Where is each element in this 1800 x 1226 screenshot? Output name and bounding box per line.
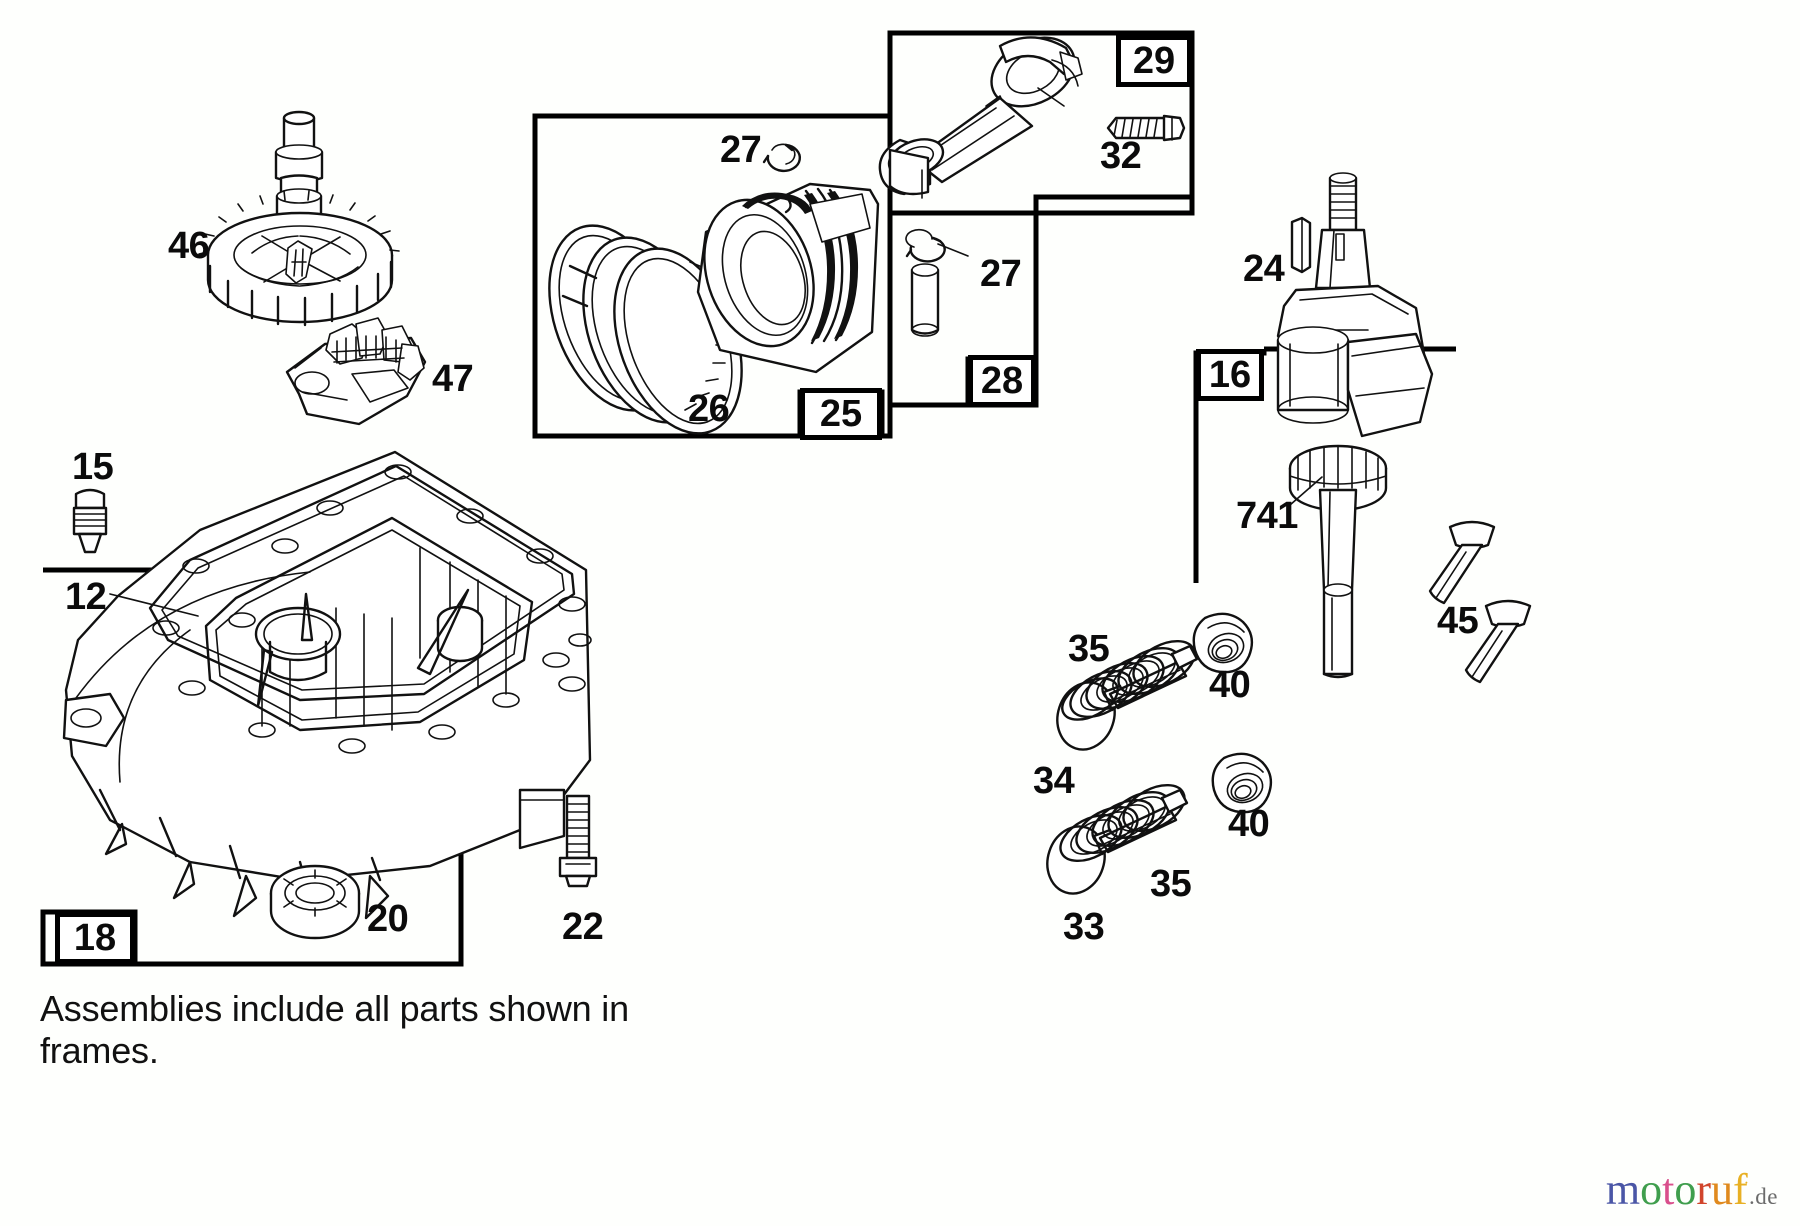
part-33-intake-valve-set: [1046, 752, 1273, 895]
part-35-spring-upper: [1061, 639, 1196, 721]
callout-governor-gear-assembly: 46: [168, 225, 210, 267]
callout-valve-stem-seal: 40: [1209, 664, 1251, 706]
callout-piston-ring-set: 26: [688, 388, 730, 430]
part-26-piston-rings: [548, 224, 743, 435]
callout-intake-valve: 33: [1063, 906, 1105, 948]
callout-valve-stem-seal: 40: [1228, 803, 1270, 845]
assembly-note: Assemblies include all parts shown in fr…: [40, 988, 740, 1073]
part-22-sump-bolt: [558, 794, 598, 888]
callout-connecting-rod-bolt: 32: [1100, 135, 1142, 177]
callout-exhaust-valve: 34: [1033, 760, 1075, 802]
callout-crankshaft-gear: 741: [1236, 495, 1298, 537]
logo-letter-o-1: o: [1640, 1165, 1663, 1214]
part-25-piston: [696, 182, 880, 374]
part-24-flywheel-key: [1290, 216, 1312, 274]
logo-letter-m-0: m: [1605, 1165, 1641, 1214]
callout-crankshaft-key: 24: [1243, 248, 1285, 290]
motoruf-de-logo[interactable]: motoruf·.de: [1606, 1168, 1778, 1212]
part-45-tappets: [1428, 520, 1532, 684]
callout-oil-drain-plug: 15: [72, 446, 114, 488]
logo-letter-f-6: f: [1733, 1165, 1748, 1214]
part-34-exhaust-valve-set: [1056, 612, 1254, 751]
logo-letter-o-3: o: [1674, 1165, 1697, 1214]
assembly-note-line1: Assemblies include all parts shown in: [40, 988, 629, 1029]
part-46-governor-gear: [198, 110, 400, 327]
frame-label-crankcase-assembly: 18: [55, 912, 135, 964]
part-27-retainer-ring-top: [762, 143, 802, 173]
assembly-note-line2: frames.: [40, 1030, 159, 1072]
part-40-seal-upper: [1192, 612, 1254, 674]
part-28-piston-pin-group: [905, 228, 969, 337]
logo-letter-r-4: r: [1696, 1165, 1712, 1214]
callout-crankshaft-oil-seal: 20: [367, 898, 409, 940]
callout-governor-control-bracket: 47: [432, 358, 474, 400]
part-15-drain-plug: [72, 488, 108, 554]
part-16-crankshaft: [1276, 172, 1434, 679]
callout-piston-pin-retainer-ring: 27: [720, 129, 762, 171]
part-47-governor-bracket: [285, 317, 427, 426]
logo-letter-u-5: u: [1711, 1165, 1734, 1214]
part-40-seal-lower: [1211, 752, 1273, 814]
part-29-connecting-rod: [878, 36, 1083, 199]
logo-dot-accent: ·: [1743, 1175, 1750, 1193]
frame-label-crankshaft-assembly: 16: [1196, 349, 1264, 401]
frame-label-piston-pin-kit: 28: [968, 355, 1036, 407]
frame-label-piston-assembly-with-rings: 25: [800, 388, 882, 440]
callout-valve-tappet: 45: [1437, 600, 1479, 642]
callout-crankcase-sump: 12: [65, 576, 107, 618]
callout-valve-spring: 35: [1068, 628, 1110, 670]
logo-letter-t-2: t: [1662, 1165, 1675, 1214]
part-12-crankcase-sump: [62, 450, 592, 924]
logo-tld-suffix: .de: [1749, 1184, 1778, 1209]
callout-valve-spring: 35: [1150, 863, 1192, 905]
part-20-oil-seal: [269, 864, 361, 940]
part-32-rod-bolt: [1106, 114, 1186, 142]
callout-piston-pin-retainer-ring: 27: [980, 253, 1022, 295]
callout-sump-bolt: 22: [562, 906, 604, 948]
frame-label-connecting-rod-assembly: 29: [1116, 35, 1192, 87]
